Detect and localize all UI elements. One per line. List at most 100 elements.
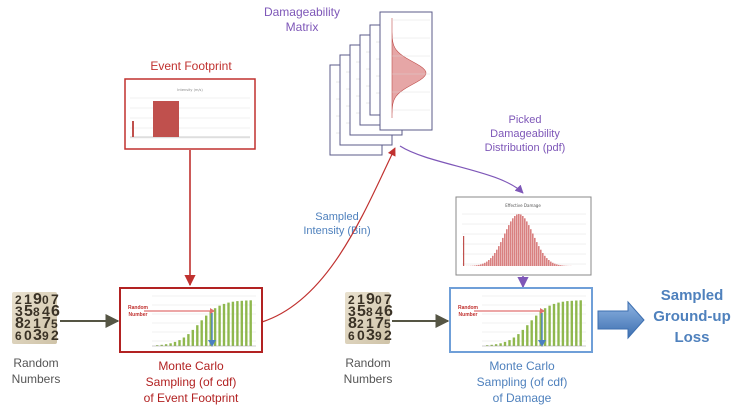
cdf-bar <box>539 311 542 346</box>
pdf-bar <box>528 225 530 266</box>
cdf-bar <box>222 303 226 346</box>
mc-left-label-2: Sampling (of cdf) <box>146 375 237 389</box>
mc-right-label-3: of Damage <box>493 391 552 405</box>
digit-glyph: 8 <box>33 305 40 319</box>
pdf-bar <box>562 265 564 266</box>
digit-glyph: 1 <box>357 291 365 307</box>
digit-glyph: 5 <box>357 303 366 320</box>
digit-glyph: 2 <box>348 293 355 307</box>
footprint-bar <box>153 101 179 137</box>
pdf-bar <box>542 253 544 266</box>
cdf-bar <box>508 340 511 346</box>
random-number-tag-1: Random <box>128 305 149 311</box>
cdf-bar <box>548 305 551 346</box>
digit-glyph: 0 <box>375 293 382 307</box>
digit-glyph: 8 <box>366 305 373 319</box>
digit-glyph: 4 <box>42 303 50 319</box>
cdf-bar <box>156 345 159 346</box>
cdf-bar <box>486 345 489 346</box>
digit-glyph: 5 <box>24 303 33 320</box>
digit-glyph: 4 <box>375 303 383 319</box>
damageability-matrix-title-2: Matrix <box>286 20 319 34</box>
cdf-bar <box>173 341 177 346</box>
digit-glyph: 7 <box>42 315 51 332</box>
pdf-bar <box>516 214 518 266</box>
pdf-bar <box>552 262 554 266</box>
cdf-bar <box>187 334 190 346</box>
digit-glyph: 5 <box>51 317 58 331</box>
random-number-tag-3: Random <box>458 305 479 311</box>
mc-right-label-1: Monte Carlo <box>489 359 555 373</box>
pdf-bar <box>500 242 502 266</box>
digit-glyph: 8 <box>15 315 24 332</box>
cdf-bar <box>191 329 194 346</box>
pdf-bar <box>536 242 538 266</box>
cdf-bar <box>196 325 199 346</box>
digit-glyph: 6 <box>384 303 393 320</box>
digit-glyph: 7 <box>384 291 392 307</box>
digit-glyph: 3 <box>15 303 23 319</box>
pdf-bar <box>548 260 550 266</box>
mc-left-label-1: Monte Carlo <box>158 359 224 373</box>
digit-glyph: 1 <box>366 315 374 331</box>
mc-footprint-cdf-box: Random Number <box>119 287 263 353</box>
pdf-bar <box>534 237 536 266</box>
digit-glyph: 1 <box>33 315 41 331</box>
mc-left-label-3: of Event Footprint <box>144 391 239 405</box>
cdf-bar <box>169 343 172 346</box>
cdf-bar <box>227 302 230 346</box>
cdf-bar <box>494 344 498 346</box>
pdf-bar <box>494 253 496 266</box>
effective-damage-chart: Effective Damage <box>455 196 592 276</box>
cdf-bar <box>535 315 538 346</box>
cdf-bar <box>245 300 248 346</box>
pdf-bar <box>526 221 528 266</box>
digit-glyph: 9 <box>42 329 49 343</box>
pdf-bar <box>476 265 478 266</box>
pdf-bar <box>514 216 516 266</box>
cdf-bar <box>499 343 502 346</box>
random-numbers-left-label-1: Random <box>13 356 58 370</box>
pdf-bar <box>504 233 506 266</box>
digit-glyph: 9 <box>33 291 42 308</box>
damageability-matrix-stack <box>329 11 433 156</box>
pdf-bar <box>492 255 494 266</box>
digit-glyph: 6 <box>15 329 22 343</box>
footprint-gridlines <box>130 97 250 139</box>
cdf-bar <box>579 300 582 346</box>
cdf-bar <box>521 329 524 346</box>
cdf-bar <box>566 301 569 346</box>
random-numbers-left-label-2: Numbers <box>12 372 61 386</box>
pdf-bar <box>488 260 490 266</box>
output-label-1: Sampled <box>661 287 724 304</box>
cdf-bar <box>218 305 221 346</box>
pdf-bar <box>524 218 526 266</box>
sampled-intensity-curve <box>261 147 396 323</box>
output-label-2: Ground-up <box>653 308 730 325</box>
random-numbers-right-label-2: Numbers <box>344 372 393 386</box>
cdf-random-arrowhead <box>210 308 215 314</box>
pdf-bar <box>498 246 500 266</box>
pdf-bar <box>502 237 504 266</box>
digit-glyph: 1 <box>24 291 32 307</box>
cdf-chart-right <box>474 295 586 347</box>
cdf-bar <box>557 302 560 346</box>
sampled-intensity-label-2: Intensity (Bin) <box>303 225 370 237</box>
digit-glyph: 2 <box>384 327 392 343</box>
pdf-bar <box>510 221 512 266</box>
cdf-sample-arrowhead <box>538 340 546 347</box>
pdf-bar <box>486 261 488 266</box>
digit-glyph: 7 <box>51 291 59 307</box>
pdf-bar <box>556 264 558 266</box>
cdf-bar <box>503 341 507 346</box>
output-label-3: Loss <box>674 329 709 346</box>
pdf-bar <box>474 265 476 266</box>
cdf-bar <box>570 300 573 346</box>
matrix-bell-curve <box>391 18 427 118</box>
pdf-bar <box>520 214 522 266</box>
intensity-chart-title: Intensity (m/s) <box>177 88 203 92</box>
digit-glyph: 2 <box>24 317 31 331</box>
